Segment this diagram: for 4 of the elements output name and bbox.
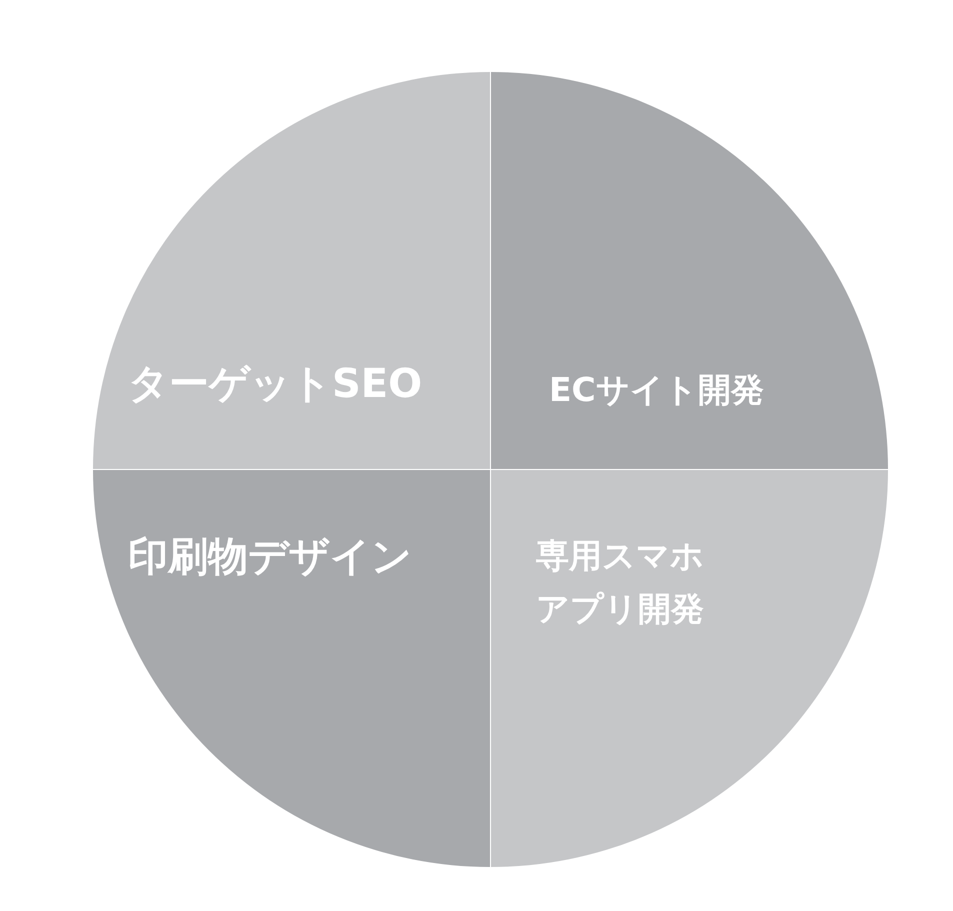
segment-label: 専用スマホアプリ開発 [536,535,705,630]
segment-label: ターゲットSEO [128,360,424,409]
segment-label: ECサイト開発 [549,369,765,411]
segment-label: 印刷物デザイン [128,533,413,582]
